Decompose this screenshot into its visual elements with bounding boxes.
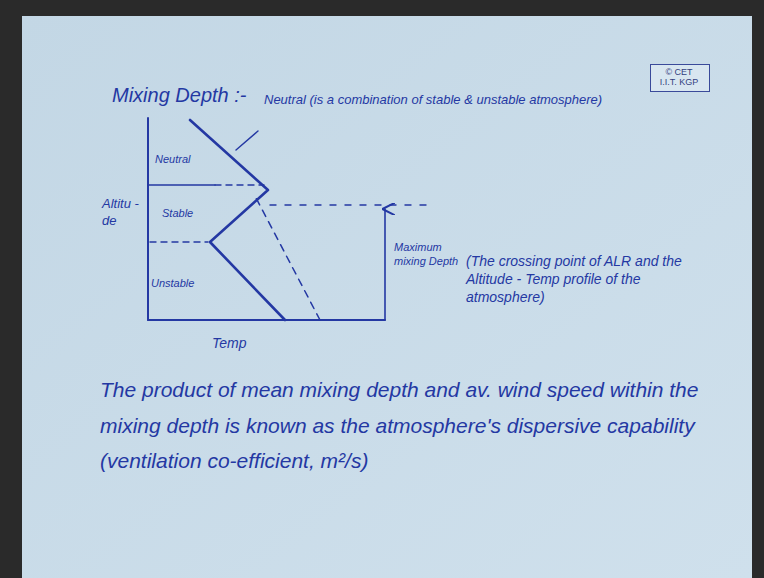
layer-name: Unstable [151,276,221,290]
label-text: Maximum mixing Depth [394,241,458,267]
layer-boundary [148,184,215,186]
temperature-profile [190,120,285,320]
callout-note: Neutral (is a combination of stable & un… [264,92,604,109]
label-text: The product of mean mixing depth and av.… [100,378,698,472]
max-mixing-level [270,204,428,205]
label-text: Stable [162,207,193,219]
title-heading: Mixing Depth :- [112,82,247,108]
layer-name: Stable [162,206,222,220]
label-text: Temp [212,335,247,351]
layer-boundary-dashed [150,241,208,242]
leader-line [236,131,258,150]
label-text: (The crossing point of ALR and the Altit… [466,253,682,305]
body-paragraph: The product of mean mixing depth and av.… [100,372,736,479]
stamp-text: © CET I.I.T. KGP [656,67,702,88]
altitude-axis [147,118,149,320]
title-text: Mixing Depth :- [112,84,247,106]
dimension-label: Maximum mixing Depth [394,240,466,269]
alr-line [255,196,320,320]
axis-label: Temp [212,334,272,352]
layer-boundary-dashed [215,184,264,185]
label-text: Neutral [155,153,190,165]
definition-note: (The crossing point of ALR and the Altit… [466,252,694,307]
label-text: Altitu -de [102,196,139,228]
mixing-depth-arrow [384,209,386,320]
label-text: Unstable [151,277,194,289]
stamp-box: © CET I.I.T. KGP [650,64,710,92]
temp-axis [148,319,385,321]
label-text: Neutral (is a combination of stable & un… [264,92,602,107]
layer-name: Neutral [155,152,215,166]
axis-label: Altitu -de [102,196,144,230]
paper-sheet [22,16,752,578]
